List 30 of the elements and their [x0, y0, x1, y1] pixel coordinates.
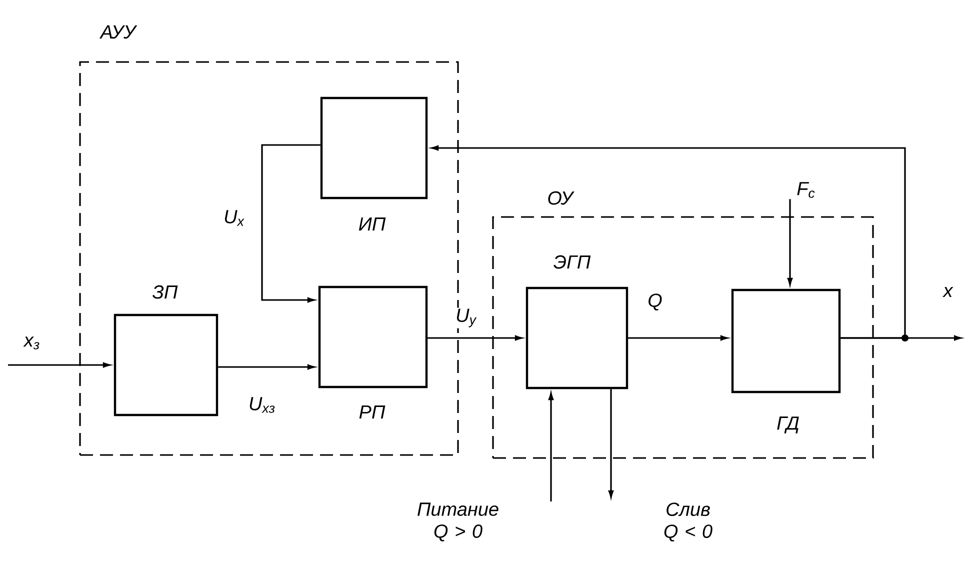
arrow: [787, 199, 793, 286]
node-label: ГД: [777, 416, 799, 434]
arrow: [218, 364, 315, 370]
edge-label: U$_{y}$: [454, 308, 478, 328]
arrow: [628, 335, 728, 341]
arrow: [8, 362, 110, 368]
node-label: ЭГП: [554, 255, 591, 269]
signal-label: Слив Q < 0: [664, 502, 712, 542]
block-box: РП: [318, 286, 428, 419]
signal-label: Питание Q > 0: [418, 502, 498, 542]
node-label: ИП: [358, 217, 386, 231]
node-label: АУУ: [99, 25, 138, 39]
block-box: ЭГП: [526, 255, 628, 390]
block-box: ГД: [731, 288, 841, 434]
node-label: ОУ: [548, 191, 574, 205]
block-box: ИП: [320, 96, 428, 231]
block-box: ЗП: [114, 285, 218, 416]
edge-label: Q: [646, 292, 664, 312]
edge-label: U$_{xз}$: [247, 396, 277, 414]
arrow: [608, 389, 614, 498]
node-label: РП: [359, 405, 386, 419]
edge-label: x$_{з}$: [22, 336, 42, 350]
edge-label: x: [942, 286, 954, 298]
node-label: ЗП: [152, 285, 178, 299]
arrow: [428, 335, 522, 341]
arrow: [548, 392, 554, 502]
arrow: [261, 144, 320, 303]
arrow: [431, 145, 906, 339]
signal-label: F$_{c}$: [797, 182, 815, 198]
edge-label: U$_{x}$: [222, 209, 246, 227]
